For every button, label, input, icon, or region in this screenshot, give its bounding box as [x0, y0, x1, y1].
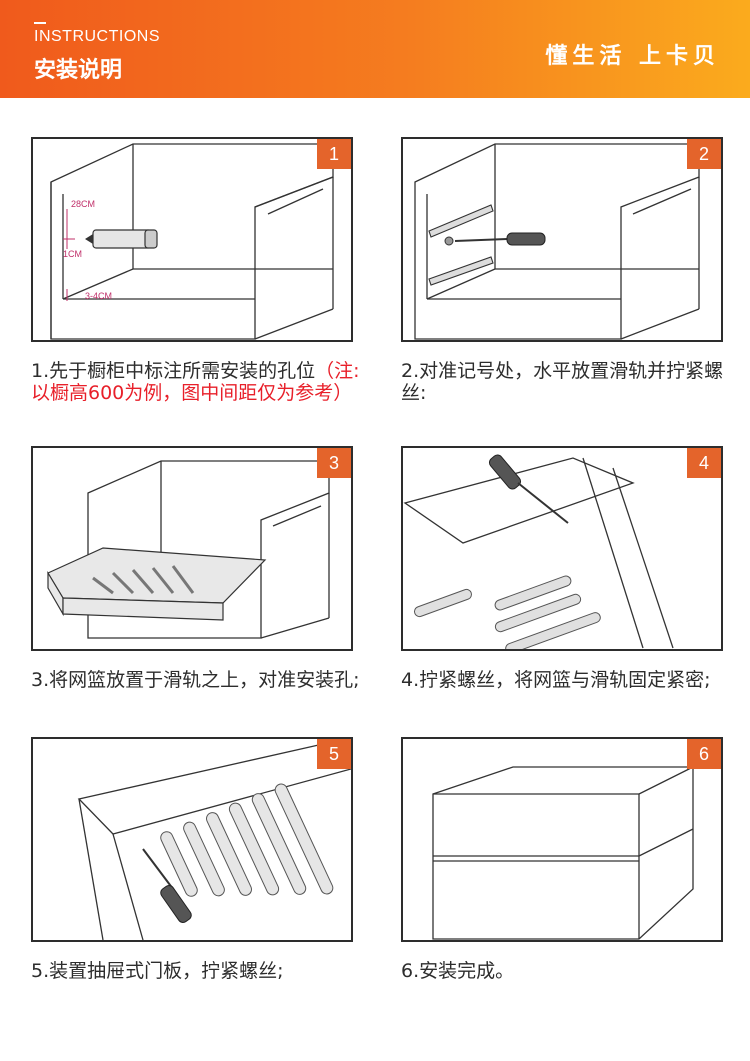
step-3-badge: 3 [317, 448, 351, 478]
rail-icon [428, 204, 494, 286]
cabinet-marking-drawing: 28CM 1CM 3-4CM [50, 143, 334, 340]
basket-slot-pattern [160, 783, 334, 897]
step-6-badge: 6 [687, 739, 721, 769]
step-1-text: 1.先于橱柜中标注所需安装的孔位 [31, 360, 316, 382]
step-5-illustration: 5 [31, 737, 353, 942]
label-1cm: 1CM [63, 249, 82, 259]
step-3-illustration: 3 [31, 446, 353, 651]
basket-fixing-drawing [403, 454, 674, 649]
basket-slot-pattern [414, 575, 601, 649]
header-dash [34, 22, 46, 24]
step-3-caption: 3.将网篮放置于滑轨之上，对准安装孔; [31, 669, 361, 691]
step-4-illustration: 4 [401, 446, 723, 651]
step-2-text: 2.对准记号处，水平放置滑轨并拧紧螺丝: [401, 360, 724, 404]
step-4-caption: 4.拧紧螺丝，将网篮与滑轨固定紧密; [401, 669, 731, 691]
header-title: 安装说明 [34, 58, 123, 83]
step-2-badge: 2 [687, 139, 721, 169]
step-6-illustration: 6 [401, 737, 723, 942]
step-5-caption: 5.装置抽屉式门板，拧紧螺丝; [31, 960, 361, 982]
step-1-caption: 1.先于橱柜中标注所需安装的孔位（注:以橱高600为例，图中间距仅为参考） [31, 360, 361, 404]
step-6-caption: 6.安装完成。 [401, 960, 731, 982]
screwdriver-icon [488, 454, 569, 524]
step-4-text: 4.拧紧螺丝，将网篮与滑轨固定紧密; [401, 669, 711, 691]
step-2-illustration: 2 [401, 137, 723, 342]
door-panel-drawing [77, 743, 351, 940]
screwdriver-icon [142, 848, 192, 923]
step-1-illustration: 28CM 1CM 3-4CM 1 [31, 137, 353, 342]
completed-drawer-drawing [432, 766, 694, 940]
basket-icon [47, 547, 267, 621]
header-english-title: INSTRUCTIONS [34, 28, 160, 45]
pencil-icon [85, 229, 158, 249]
basket-placement-drawing [47, 460, 330, 639]
step-5-badge: 5 [317, 739, 351, 769]
step-1-note: （注:以橱高600为例，图中间距仅为参考） [31, 360, 360, 404]
screwdriver-icon [444, 232, 546, 246]
step-4-badge: 4 [687, 448, 721, 478]
header-banner: INSTRUCTIONS 安装说明 懂生活 上卡贝 [0, 0, 750, 98]
step-1-badge: 1 [317, 139, 351, 169]
step-6-text: 6.安装完成。 [401, 960, 515, 982]
label-28cm: 28CM [71, 199, 95, 209]
header-slogan: 懂生活 上卡贝 [545, 44, 720, 69]
step-5-text: 5.装置抽屉式门板，拧紧螺丝; [31, 960, 284, 982]
step-2-caption: 2.对准记号处，水平放置滑轨并拧紧螺丝: [401, 360, 731, 404]
step-3-text: 3.将网篮放置于滑轨之上，对准安装孔; [31, 669, 360, 691]
label-3-4cm: 3-4CM [85, 291, 112, 301]
slide-rail-drawing [414, 143, 700, 340]
